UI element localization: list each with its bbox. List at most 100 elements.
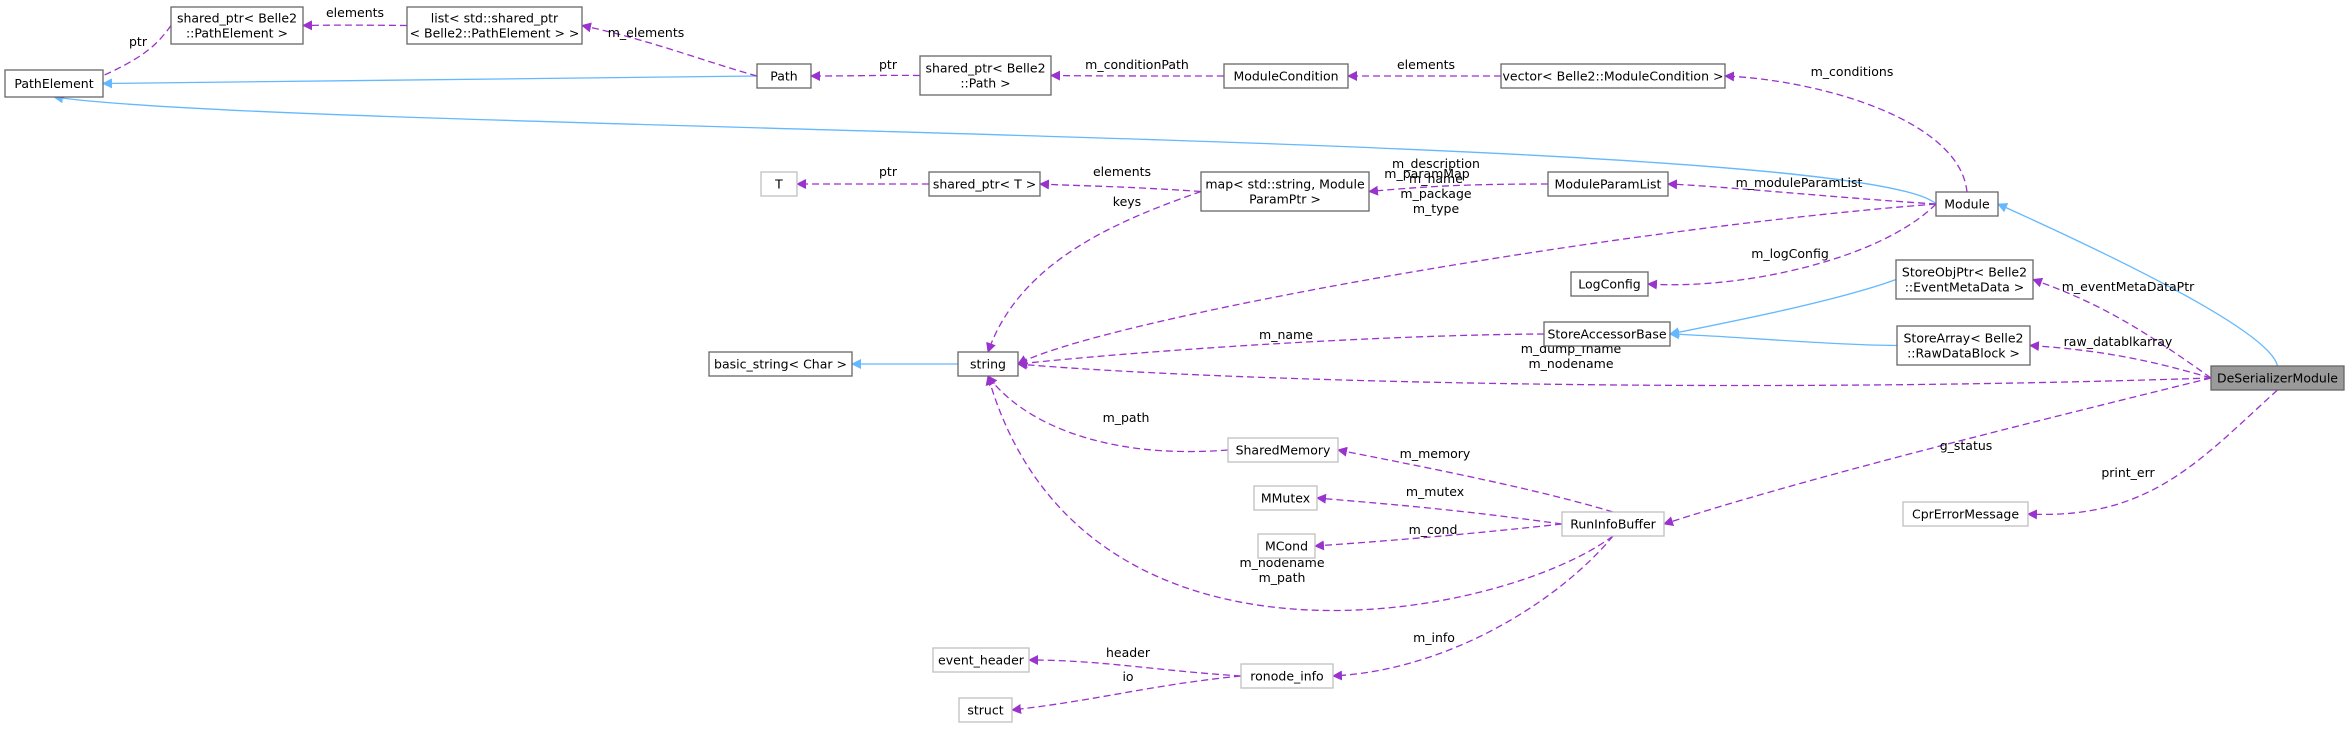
edge-label: header: [1106, 645, 1151, 660]
node-string[interactable]: string: [957, 351, 1019, 377]
node-Path[interactable]: Path: [756, 63, 812, 89]
edge-usage-ronode_info-to-struct: io: [1011, 669, 1242, 714]
node-PathElement[interactable]: PathElement: [4, 69, 104, 98]
edge-line: [1017, 333, 1545, 369]
edge-line: [810, 70, 921, 81]
node-label: shared_ptr< Belle2::PathElement >: [177, 11, 297, 41]
edge-line: [1647, 203, 1937, 290]
edge-usage-sp_T-to-T: ptr: [796, 164, 929, 189]
node-box: [1547, 171, 1669, 197]
node-label: event_header: [938, 653, 1025, 668]
node-box: [1223, 63, 1349, 89]
node-box: [1227, 437, 1339, 463]
node-CprErrorMessage[interactable]: CprErrorMessage: [1902, 501, 2029, 527]
node-ModuleCondition[interactable]: ModuleCondition: [1223, 63, 1349, 89]
edge-line: [986, 190, 1202, 353]
node-MCond[interactable]: MCond: [1257, 533, 1316, 559]
edge-label: elements: [1093, 164, 1151, 179]
node-box: [957, 351, 1019, 377]
node-StoreAccessorBase[interactable]: StoreAccessorBase: [1543, 321, 1671, 347]
edge-line: [1017, 359, 2212, 387]
node-layer: PathElement shared_ptr< Belle2::PathEleme…: [4, 6, 2345, 723]
node-label: struct: [967, 703, 1003, 718]
edge-label: print_err: [2101, 465, 2155, 480]
node-label: RunInfoBuffer: [1570, 517, 1656, 532]
node-sp_PathElement[interactable]: shared_ptr< Belle2::PathElement >: [170, 6, 304, 45]
node-label: StoreObjPtr< Belle2::EventMetaData >: [1902, 265, 2027, 295]
node-box: [1896, 325, 2031, 366]
edge-line: [1997, 203, 2279, 367]
edge-label: m_path: [1103, 410, 1150, 425]
edge-usage-Module-to-vector_MC: m_conditions: [1724, 64, 1968, 193]
node-sp_T[interactable]: shared_ptr< T >: [928, 171, 1041, 197]
node-struct[interactable]: struct: [958, 697, 1013, 723]
node-basic_string[interactable]: basic_string< Char >: [708, 351, 853, 377]
node-box: [1500, 63, 1726, 89]
edge-usage-Path-to-list_sp: m_elements: [581, 22, 758, 77]
node-event_header[interactable]: event_header: [932, 647, 1030, 673]
edge-line: [2027, 389, 2278, 520]
edge-line: [1724, 71, 1968, 193]
node-label: ronode_info: [1250, 669, 1323, 684]
edge-inherit-Path-to-PathElement: [102, 75, 758, 89]
edge-line: [1028, 655, 1242, 677]
edge-label: m_conditions: [1811, 64, 1894, 79]
edge-label: m_mutex: [1406, 484, 1464, 499]
node-label: vector< Belle2::ModuleCondition >: [1503, 69, 1724, 84]
node-label: PathElement: [14, 76, 93, 91]
edge-line: [1337, 446, 1614, 513]
node-LogConfig[interactable]: LogConfig: [1570, 271, 1649, 297]
edge-usage-Module-to-LogConfig: m_logConfig: [1647, 203, 1937, 290]
node-label: CprErrorMessage: [1912, 507, 2019, 522]
edge-usage-SharedMemory-to-string: m_path: [987, 375, 1229, 453]
edge-line: [1039, 179, 1202, 193]
node-list_sp[interactable]: list< std::shared_ptr< Belle2::PathEleme…: [406, 6, 583, 45]
node-DeSerializerModule[interactable]: DeSerializerModule: [2210, 365, 2345, 391]
node-label: MMutex: [1261, 491, 1310, 506]
node-label: ModuleCondition: [1233, 69, 1338, 84]
edge-label: elements: [1397, 57, 1455, 72]
node-label: shared_ptr< Belle2::Path >: [925, 61, 1045, 91]
edge-label: g_status: [1940, 438, 1993, 453]
node-ModuleParamList[interactable]: ModuleParamList: [1547, 171, 1669, 197]
node-box: [4, 69, 104, 98]
node-label: SharedMemory: [1236, 443, 1331, 458]
node-MMutex[interactable]: MMutex: [1253, 485, 1318, 511]
node-label: string: [970, 357, 1006, 372]
node-label: DeSerializerModule: [2217, 371, 2338, 386]
node-RunInfoBuffer[interactable]: RunInfoBuffer: [1561, 511, 1665, 537]
node-vector_MC[interactable]: vector< Belle2::ModuleCondition >: [1500, 63, 1726, 89]
edge-label: m_info: [1413, 630, 1455, 645]
node-SharedMemory[interactable]: SharedMemory: [1227, 437, 1339, 463]
edge-usage-RunInfoBuffer-to-ronode_info: m_info: [1332, 535, 1614, 681]
node-Module[interactable]: Module: [1935, 191, 1999, 217]
node-T[interactable]: T: [760, 171, 798, 197]
node-box: [1570, 271, 1649, 297]
node-sp_Path[interactable]: shared_ptr< Belle2::Path >: [919, 55, 1052, 96]
edge-label: ptr: [129, 34, 148, 49]
edge-usage-list_sp-to-sp_PathElement: elements: [302, 5, 408, 31]
edge-label: ptr: [879, 57, 898, 72]
node-box: [1935, 191, 1999, 217]
edge-line: [1368, 183, 1549, 196]
edge-usage-RunInfoBuffer-to-MCond: m_cond: [1314, 522, 1563, 551]
edge-usage-ModuleCondition-to-sp_Path: m_conditionPath: [1050, 57, 1225, 81]
edge-line: [987, 375, 1229, 453]
edge-line: [1669, 329, 1898, 347]
node-ronode_info[interactable]: ronode_info: [1240, 663, 1334, 689]
node-box: [1257, 533, 1316, 559]
node-StoreObjPtr[interactable]: StoreObjPtr< Belle2::EventMetaData >: [1895, 259, 2034, 300]
edge-usage-DeSerializerModule-to-RunInfoBuffer: g_status: [1663, 377, 2212, 526]
node-StoreArray[interactable]: StoreArray< Belle2::RawDataBlock >: [1896, 325, 2031, 366]
edge-usage-RunInfoBuffer-to-MMutex: m_mutex: [1316, 484, 1563, 525]
edge-label: m_name: [1259, 327, 1313, 342]
edge-line: [1314, 523, 1563, 551]
node-box: [1561, 511, 1665, 537]
edge-line: [1667, 179, 1937, 205]
edge-label: m_paramMap: [1384, 166, 1469, 181]
